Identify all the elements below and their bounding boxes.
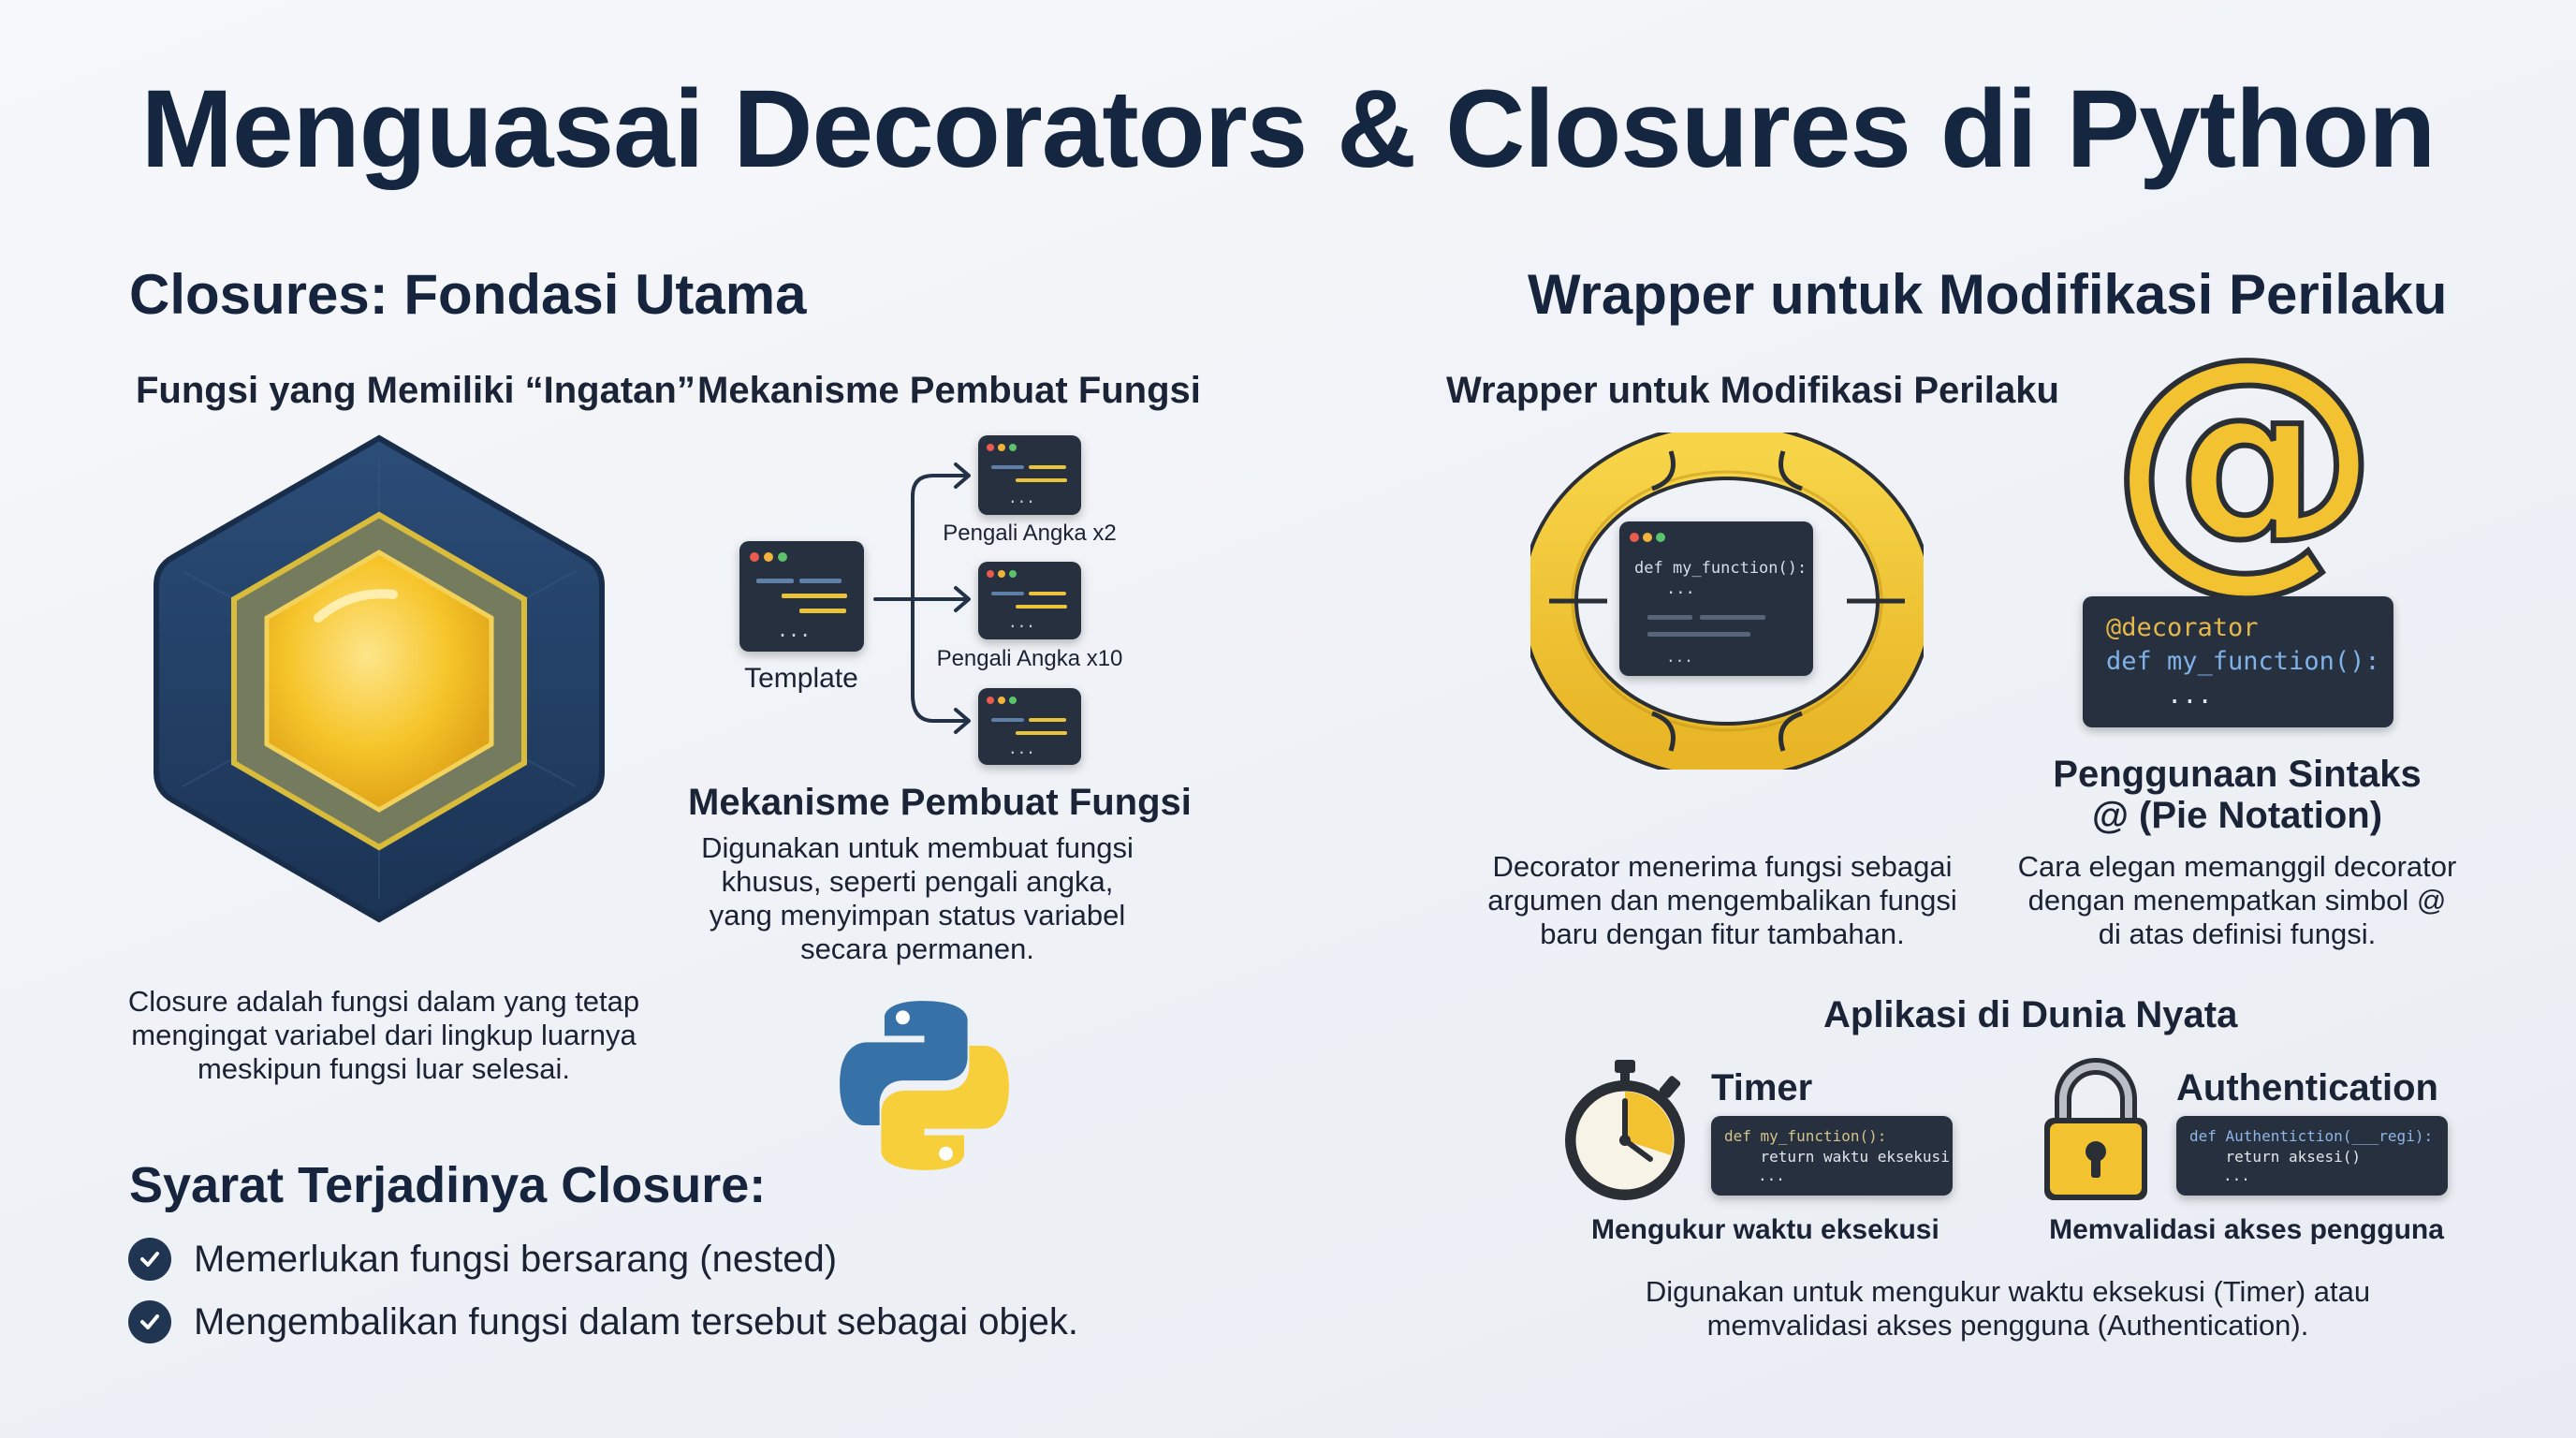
check-icon bbox=[128, 1300, 171, 1343]
output-code-window-x2: ... bbox=[978, 435, 1081, 515]
wrapper-title: Wrapper untuk Modifikasi Perilaku bbox=[1446, 370, 2059, 411]
output-label-x10: Pengali Angka x10 bbox=[936, 646, 1123, 671]
template-label: Template bbox=[744, 663, 858, 694]
closures-heading: Closures: Fondasi Utama bbox=[129, 263, 807, 326]
branch-arrows bbox=[873, 462, 971, 734]
svg-text:...: ... bbox=[777, 619, 811, 641]
timer-code-line: return waktu eksekusi bbox=[1724, 1148, 1950, 1166]
requirement-item: Mengembalikan fungsi dalam tersebut seba… bbox=[128, 1300, 1078, 1343]
template-code-window: ... bbox=[739, 541, 864, 652]
wrapper-code-window: def my_function(): ... ... bbox=[1619, 521, 1813, 676]
requirement-text: Memerlukan fungsi bersarang (nested) bbox=[194, 1238, 838, 1280]
svg-text:...: ... bbox=[1666, 648, 1693, 666]
requirement-item: Memerlukan fungsi bersarang (nested) bbox=[128, 1238, 837, 1281]
pie-code-window: @decorator def my_function(): ... bbox=[2083, 596, 2393, 727]
factory-title: Mekanisme Pembuat Fungsi bbox=[697, 370, 1201, 411]
pie-code-def: def my_function(): bbox=[2106, 647, 2380, 676]
auth-code-window: def Authentiction(___regi): return akses… bbox=[2176, 1116, 2448, 1196]
window-dots bbox=[1630, 533, 1665, 542]
output-label-x2: Pengali Angka x2 bbox=[943, 521, 1117, 546]
applications-heading: Aplikasi di Dunia Nyata bbox=[1823, 994, 2238, 1035]
hexagon-memory-icon bbox=[154, 434, 605, 923]
auth-code-dots: ... bbox=[2223, 1167, 2250, 1184]
wrapper-code-line: def my_function(): bbox=[1634, 559, 1808, 578]
auth-code-line: return aksesi() bbox=[2189, 1148, 2362, 1166]
code-window-icon: ... bbox=[750, 552, 847, 641]
requirement-text: Mengembalikan fungsi dalam tersebut seba… bbox=[194, 1300, 1079, 1343]
timer-code-dots: ... bbox=[1758, 1167, 1785, 1184]
auth-title: Authentication bbox=[2176, 1067, 2438, 1108]
code-window-icon: ... bbox=[987, 570, 1067, 631]
timer-code-window: def my_function(): return waktu eksekusi… bbox=[1711, 1116, 1953, 1196]
wrapper-code-dots: ... bbox=[1666, 580, 1695, 598]
factory-description: Digunakan untuk membuat fungsi khusus, s… bbox=[701, 831, 1134, 965]
pie-code-dots: ... bbox=[2167, 681, 2213, 710]
applications-description: Digunakan untuk mengukur waktu eksekusi … bbox=[1645, 1275, 2371, 1342]
auth-caption: Memvalidasi akses pengguna bbox=[2049, 1214, 2444, 1245]
pie-title: Penggunaan Sintaks @ (Pie Notation) bbox=[2053, 754, 2422, 836]
page-title: Menguasai Decorators & Closures di Pytho… bbox=[140, 67, 2437, 191]
stopwatch-icon bbox=[1565, 1060, 1685, 1200]
requirements-heading: Syarat Terjadinya Closure: bbox=[129, 1157, 767, 1213]
ring-wrapper-icon bbox=[1530, 433, 1924, 770]
auth-code-line: def Authentiction(___regi): bbox=[2189, 1127, 2434, 1145]
padlock-icon bbox=[2044, 1058, 2147, 1200]
memory-description: Closure adalah fungsi dalam yang tetap m… bbox=[127, 985, 640, 1085]
timer-title: Timer bbox=[1711, 1067, 1813, 1108]
svg-text:...: ... bbox=[1008, 489, 1035, 506]
factory-subtitle: Mekanisme Pembuat Fungsi bbox=[688, 782, 1192, 823]
python-logo-icon bbox=[840, 1001, 1009, 1170]
at-sign-icon: @ bbox=[2106, 301, 2383, 616]
code-lines-decor: ... bbox=[1647, 615, 1765, 666]
timer-caption: Mengukur waktu eksekusi bbox=[1591, 1214, 1939, 1245]
output-code-window-x10: ... bbox=[978, 562, 1081, 639]
code-window-icon: ... bbox=[987, 444, 1067, 506]
pie-description: Cara elegan memanggil decorator dengan m… bbox=[2017, 850, 2457, 950]
svg-text:...: ... bbox=[1008, 613, 1035, 631]
memory-title: Fungsi yang Memiliki “Ingatan” bbox=[136, 370, 695, 411]
code-window-icon: ... bbox=[987, 697, 1067, 757]
timer-code-line: def my_function(): bbox=[1724, 1127, 1887, 1145]
wrapper-description: Decorator menerima fungsi sebagai argume… bbox=[1487, 850, 1957, 950]
svg-text:...: ... bbox=[1008, 740, 1035, 757]
pie-code-decorator: @decorator bbox=[2106, 613, 2259, 642]
wrapper-heading: Wrapper untuk Modifikasi Perilaku bbox=[1528, 263, 2448, 326]
check-icon bbox=[128, 1238, 171, 1281]
output-code-window-3: ... bbox=[978, 688, 1081, 765]
